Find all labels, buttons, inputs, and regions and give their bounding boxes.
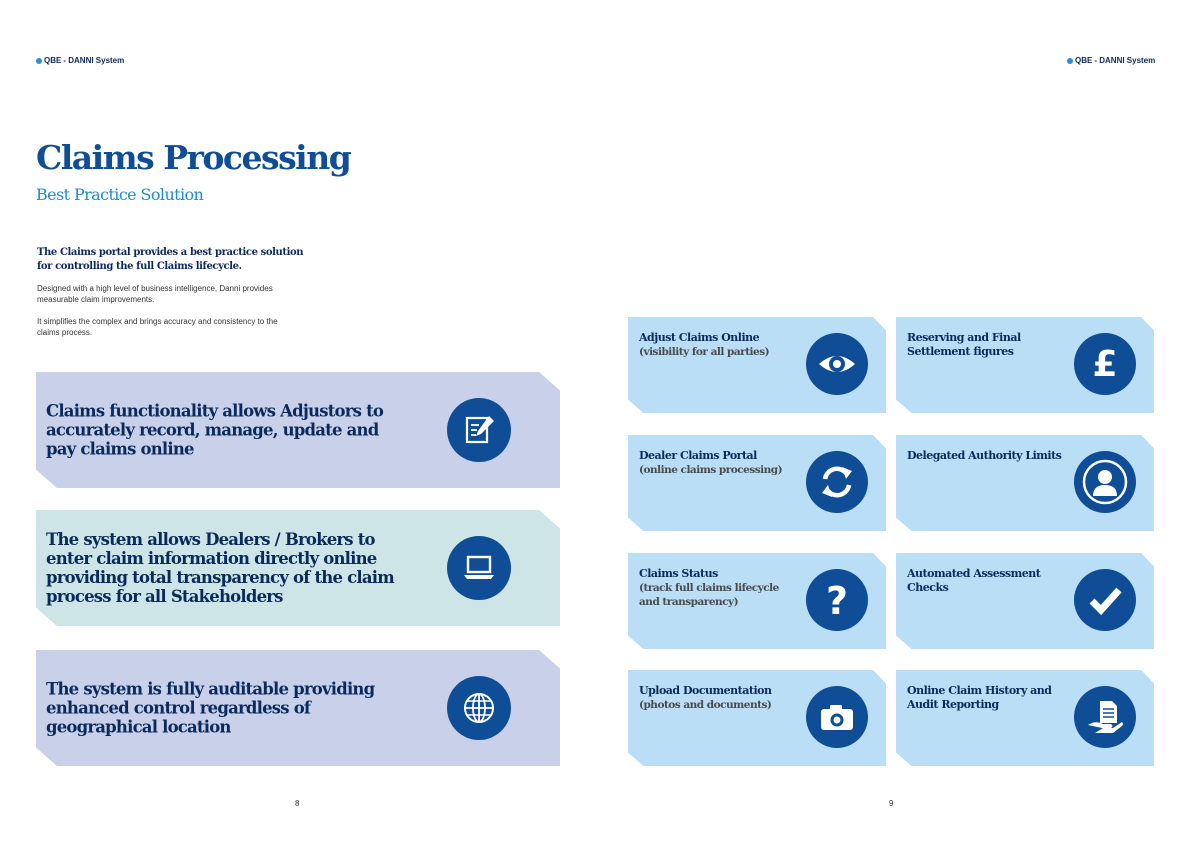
camera-icon bbox=[806, 686, 868, 748]
question-icon: ? bbox=[806, 569, 868, 631]
feature-title: Online Claim History and Audit Reporting bbox=[907, 684, 1052, 711]
refresh-icon bbox=[806, 451, 868, 513]
feature-claim-history-audit: Online Claim History and Audit Reporting bbox=[896, 670, 1154, 766]
feature-subtitle: (track full claims lifecycle and transpa… bbox=[639, 582, 779, 608]
running-header-right: QBE - DANNI System bbox=[1067, 56, 1155, 65]
header-brand: QBE bbox=[1075, 56, 1093, 65]
qbe-logo-icon bbox=[1067, 57, 1073, 64]
header-system-name: - DANNI System bbox=[63, 56, 125, 65]
feature-title: Dealer Claims Portal bbox=[639, 449, 757, 462]
user-icon bbox=[1074, 451, 1136, 513]
feature-card-dealers: The system allows Dealers / Brokers to e… bbox=[36, 510, 560, 626]
feature-upload-documentation: Upload Documentation (photos and documen… bbox=[628, 670, 886, 766]
feature-title: Adjust Claims Online bbox=[639, 331, 760, 344]
feature-subtitle: (visibility for all parties) bbox=[639, 346, 770, 358]
pound-icon: £ bbox=[1074, 333, 1136, 395]
card-text: The system is fully auditable providing … bbox=[46, 679, 375, 737]
feature-delegated-authority: Delegated Authority Limits bbox=[896, 435, 1154, 531]
globe-icon bbox=[447, 676, 511, 740]
feature-automated-checks: Automated Assessment Checks bbox=[896, 553, 1154, 649]
feature-subtitle: (online claims processing) bbox=[639, 464, 783, 476]
feature-adjust-claims-online: Adjust Claims Online (visibility for all… bbox=[628, 317, 886, 413]
page-title: Claims Processing bbox=[36, 138, 352, 177]
feature-title: Automated Assessment Checks bbox=[907, 567, 1041, 594]
feature-card-adjustors: Claims functionality allows Adjustors to… bbox=[36, 372, 560, 488]
body-paragraph: It simplifies the complex and brings acc… bbox=[37, 317, 278, 337]
laptop-icon bbox=[447, 536, 511, 600]
feature-card-auditable: The system is fully auditable providing … bbox=[36, 650, 560, 766]
page-subtitle: Best Practice Solution bbox=[36, 185, 204, 204]
eye-icon bbox=[806, 333, 868, 395]
header-brand: QBE bbox=[44, 56, 62, 65]
feature-title: Delegated Authority Limits bbox=[907, 449, 1062, 462]
svg-text:?: ? bbox=[826, 579, 848, 622]
feature-title: Upload Documentation bbox=[639, 684, 772, 697]
edit-document-icon bbox=[447, 398, 511, 462]
body-paragraph: Designed with a high level of business i… bbox=[37, 284, 273, 304]
svg-text:£: £ bbox=[1092, 344, 1117, 385]
header-system-name: - DANNI System bbox=[1094, 56, 1156, 65]
page-number-left: 8 bbox=[295, 799, 300, 808]
feature-title: Reserving and Final Settlement figures bbox=[907, 331, 1021, 358]
card-text: The system allows Dealers / Brokers to e… bbox=[46, 530, 395, 606]
qbe-logo-icon bbox=[36, 57, 42, 64]
checkmark-icon bbox=[1074, 569, 1136, 631]
feature-subtitle: (photos and documents) bbox=[639, 699, 772, 711]
feature-dealer-claims-portal: Dealer Claims Portal (online claims proc… bbox=[628, 435, 886, 531]
feature-claims-status: Claims Status (track full claims lifecyc… bbox=[628, 553, 886, 649]
card-text: Claims functionality allows Adjustors to… bbox=[46, 401, 384, 459]
page-number-right: 9 bbox=[889, 799, 894, 808]
running-header-left: QBE - DANNI System bbox=[36, 56, 124, 65]
intro-text: The Claims portal provides a best practi… bbox=[37, 247, 304, 272]
document-hand-icon bbox=[1074, 686, 1136, 748]
feature-title: Claims Status bbox=[639, 567, 718, 580]
feature-reserving-settlement: Reserving and Final Settlement figures £ bbox=[896, 317, 1154, 413]
